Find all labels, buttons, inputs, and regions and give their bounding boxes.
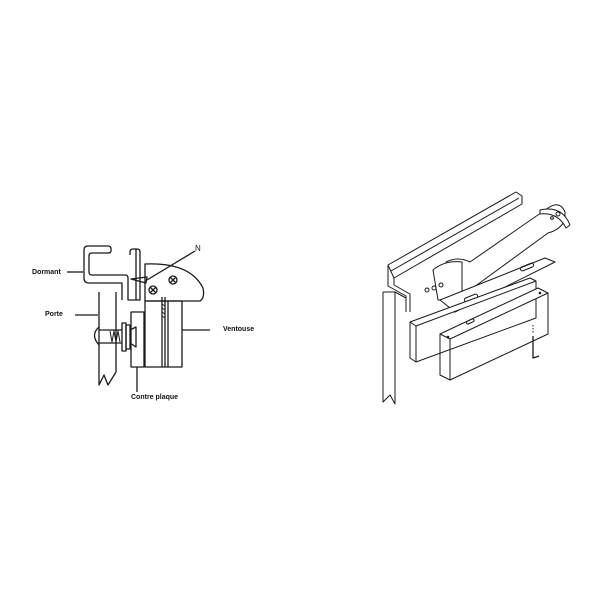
label-porte: Porte — [45, 311, 63, 318]
label-ventouse: Ventouse — [223, 326, 255, 333]
perspective-view-figure — [300, 0, 600, 600]
label-n: N — [195, 244, 201, 253]
label-dormant: Dormant — [32, 269, 61, 276]
section-view-figure: N Dormant Porte Ventouse Contre plaque — [32, 244, 255, 401]
label-contre-plaque: Contre plaque — [131, 394, 179, 401]
perspective-view-drawing — [382, 191, 571, 405]
section-view-drawing — [67, 245, 210, 392]
